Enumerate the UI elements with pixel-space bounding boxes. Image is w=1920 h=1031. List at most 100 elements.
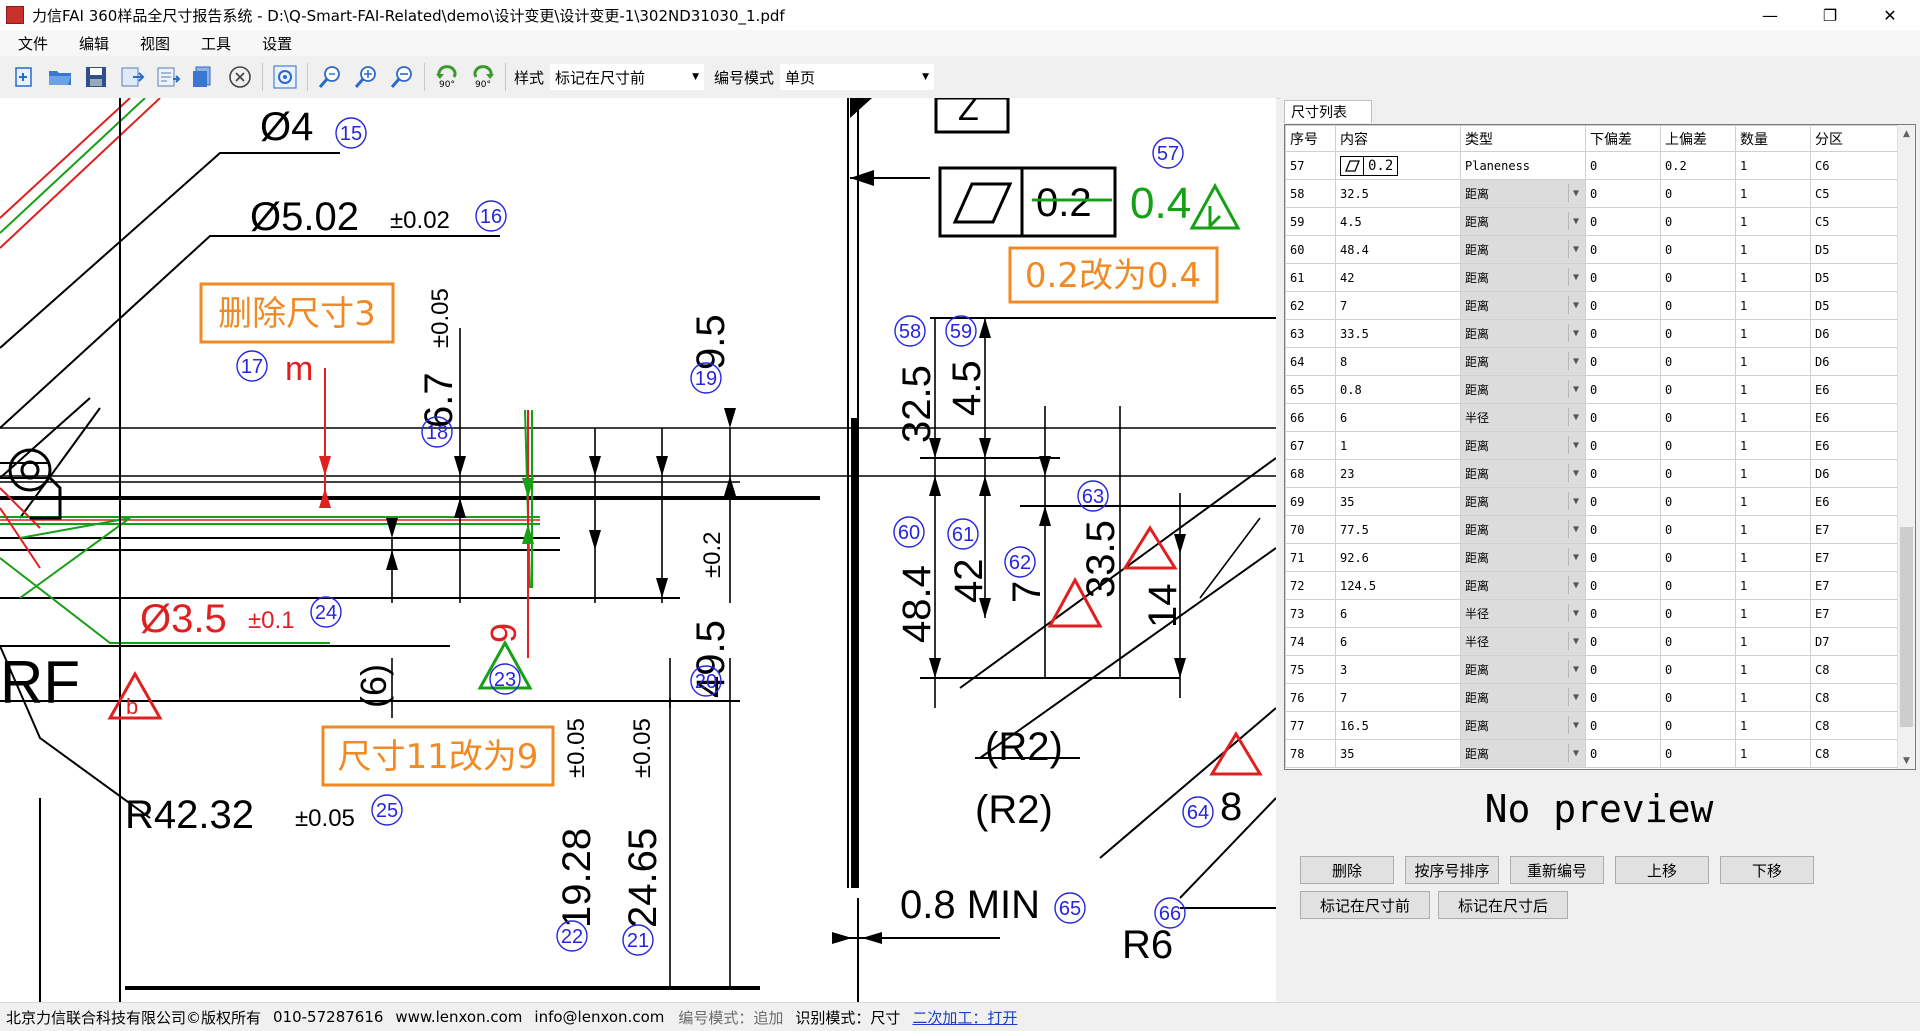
dropdown-arrow-icon[interactable]: ▼ bbox=[1568, 212, 1583, 230]
cell-upper[interactable]: 0 bbox=[1660, 459, 1736, 488]
flatness-frame[interactable] bbox=[938, 166, 1117, 238]
bubble-18[interactable]: 18 bbox=[426, 422, 448, 444]
cell-qty[interactable]: 1 bbox=[1735, 179, 1811, 208]
export-button[interactable] bbox=[117, 62, 147, 92]
cell-type[interactable]: 距离▼ bbox=[1460, 291, 1586, 320]
bubble-24[interactable]: 24 bbox=[315, 602, 337, 624]
cell-seq[interactable]: 61 bbox=[1285, 263, 1336, 292]
minimize-button[interactable]: — bbox=[1762, 5, 1778, 25]
delete-button[interactable]: 删除 bbox=[1300, 856, 1394, 884]
cell-content[interactable]: 48.4 bbox=[1335, 235, 1461, 264]
bubble-20[interactable]: 20 bbox=[695, 671, 717, 693]
cell-seq[interactable]: 71 bbox=[1285, 543, 1336, 572]
bubble-16[interactable]: 16 bbox=[480, 206, 502, 228]
batch-button[interactable] bbox=[189, 62, 219, 92]
cell-content[interactable]: 6 bbox=[1335, 627, 1461, 656]
cell-zone[interactable]: D7 bbox=[1810, 627, 1898, 656]
cell-type[interactable]: 距离▼ bbox=[1460, 543, 1586, 572]
cancel-button[interactable] bbox=[225, 62, 255, 92]
cell-content[interactable]: 7 bbox=[1335, 291, 1461, 320]
dim-484[interactable]: 48.4 bbox=[895, 565, 939, 643]
scroll-up-icon[interactable]: ▲ bbox=[1903, 128, 1910, 139]
cell-lower[interactable]: 0 bbox=[1585, 711, 1661, 740]
new-file-button[interactable] bbox=[9, 62, 39, 92]
status-secondary-link[interactable]: 二次加工：打开 bbox=[912, 1008, 1018, 1027]
cell-upper[interactable]: 0 bbox=[1660, 739, 1736, 768]
move-up-button[interactable]: 上移 bbox=[1615, 856, 1709, 884]
cell-content[interactable]: 16.5 bbox=[1335, 711, 1461, 740]
cell-upper[interactable]: 0 bbox=[1660, 207, 1736, 236]
dropdown-arrow-icon[interactable]: ▼ bbox=[1568, 352, 1583, 370]
cell-type[interactable]: 半径▼ bbox=[1460, 627, 1586, 656]
bubble-21[interactable]: 21 bbox=[627, 930, 649, 952]
cell-type[interactable]: 距离▼ bbox=[1460, 235, 1586, 264]
bubble-58[interactable]: 58 bbox=[899, 321, 921, 343]
dropdown-arrow-icon[interactable]: ▼ bbox=[1568, 436, 1583, 454]
bubble-25[interactable]: 25 bbox=[376, 800, 398, 822]
dropdown-arrow-icon[interactable]: ▼ bbox=[1568, 688, 1583, 706]
dim-325[interactable]: 32.5 bbox=[895, 365, 939, 443]
cell-content[interactable]: 32.5 bbox=[1335, 179, 1461, 208]
bubble-60[interactable]: 60 bbox=[898, 522, 920, 544]
dropdown-arrow-icon[interactable]: ▼ bbox=[1568, 744, 1583, 762]
cell-type[interactable]: 距离▼ bbox=[1460, 319, 1586, 348]
cell-zone[interactable]: C8 bbox=[1810, 655, 1898, 684]
dim-08min[interactable]: 0.8 MIN bbox=[900, 883, 1040, 927]
dim-45[interactable]: 4.5 bbox=[945, 360, 989, 416]
zoom-in-button[interactable] bbox=[351, 62, 381, 92]
menu-edit[interactable]: 编辑 bbox=[79, 34, 110, 53]
style-select[interactable]: 标记在尺寸前 ▼ bbox=[550, 64, 705, 90]
cell-upper[interactable]: 0 bbox=[1660, 319, 1736, 348]
dim-9-new[interactable]: 9 bbox=[483, 623, 524, 643]
cell-upper[interactable]: 0 bbox=[1660, 375, 1736, 404]
cell-qty[interactable]: 1 bbox=[1735, 683, 1811, 712]
cell-zone[interactable]: E6 bbox=[1810, 403, 1898, 432]
cell-qty[interactable]: 1 bbox=[1735, 515, 1811, 544]
open-folder-button[interactable] bbox=[45, 62, 75, 92]
cell-zone[interactable]: D6 bbox=[1810, 459, 1898, 488]
bubble-61[interactable]: 61 bbox=[952, 524, 974, 546]
cell-seq[interactable]: 76 bbox=[1285, 683, 1336, 712]
dim-dia502[interactable]: Ø5.02 bbox=[250, 195, 359, 239]
dropdown-arrow-icon[interactable]: ▼ bbox=[1568, 324, 1583, 342]
cell-upper[interactable]: 0 bbox=[1660, 599, 1736, 628]
cell-type[interactable]: 距离▼ bbox=[1460, 487, 1586, 516]
cell-content[interactable]: 4.5 bbox=[1335, 207, 1461, 236]
table-scrollbar[interactable]: ▲ ▼ bbox=[1897, 125, 1915, 769]
cell-content[interactable]: 6 bbox=[1335, 403, 1461, 432]
cell-seq[interactable]: 65 bbox=[1285, 375, 1336, 404]
close-button[interactable]: ✕ bbox=[1883, 5, 1897, 25]
cell-lower[interactable]: 0 bbox=[1585, 599, 1661, 628]
rotate-right-button[interactable]: 90° bbox=[468, 62, 498, 92]
cell-lower[interactable]: 0 bbox=[1585, 487, 1661, 516]
report-button[interactable] bbox=[153, 62, 183, 92]
bubble-62[interactable]: 62 bbox=[1009, 552, 1031, 574]
cell-upper[interactable]: 0.2 bbox=[1660, 151, 1736, 180]
cell-seq[interactable]: 68 bbox=[1285, 459, 1336, 488]
cell-qty[interactable]: 1 bbox=[1735, 291, 1811, 320]
cell-content[interactable]: 124.5 bbox=[1335, 571, 1461, 600]
drawing-canvas[interactable]: Z 0.2 0.4 Ø4 Ø5.02 ±0.02 6.7 ±0.05 9.5 4… bbox=[0, 98, 1276, 1002]
dim-r2-a[interactable]: (R2) bbox=[985, 725, 1063, 769]
cell-qty[interactable]: 1 bbox=[1735, 739, 1811, 768]
sort-button[interactable]: 按序号排序 bbox=[1405, 856, 1499, 884]
dropdown-arrow-icon[interactable]: ▼ bbox=[1568, 464, 1583, 482]
mark-before-button[interactable]: 标记在尺寸前 bbox=[1300, 891, 1430, 919]
cell-seq[interactable]: 58 bbox=[1285, 179, 1336, 208]
cell-content[interactable]: 6 bbox=[1335, 599, 1461, 628]
cell-type[interactable]: 距离▼ bbox=[1460, 263, 1586, 292]
bubble-23[interactable]: 23 bbox=[494, 669, 516, 691]
cell-qty[interactable]: 1 bbox=[1735, 599, 1811, 628]
dropdown-arrow-icon[interactable]: ▼ bbox=[1568, 296, 1583, 314]
dim-dia4[interactable]: Ø4 bbox=[260, 105, 313, 149]
zoom-fit-button[interactable] bbox=[315, 62, 345, 92]
dropdown-arrow-icon[interactable]: ▼ bbox=[1568, 408, 1583, 426]
cell-lower[interactable]: 0 bbox=[1585, 655, 1661, 684]
